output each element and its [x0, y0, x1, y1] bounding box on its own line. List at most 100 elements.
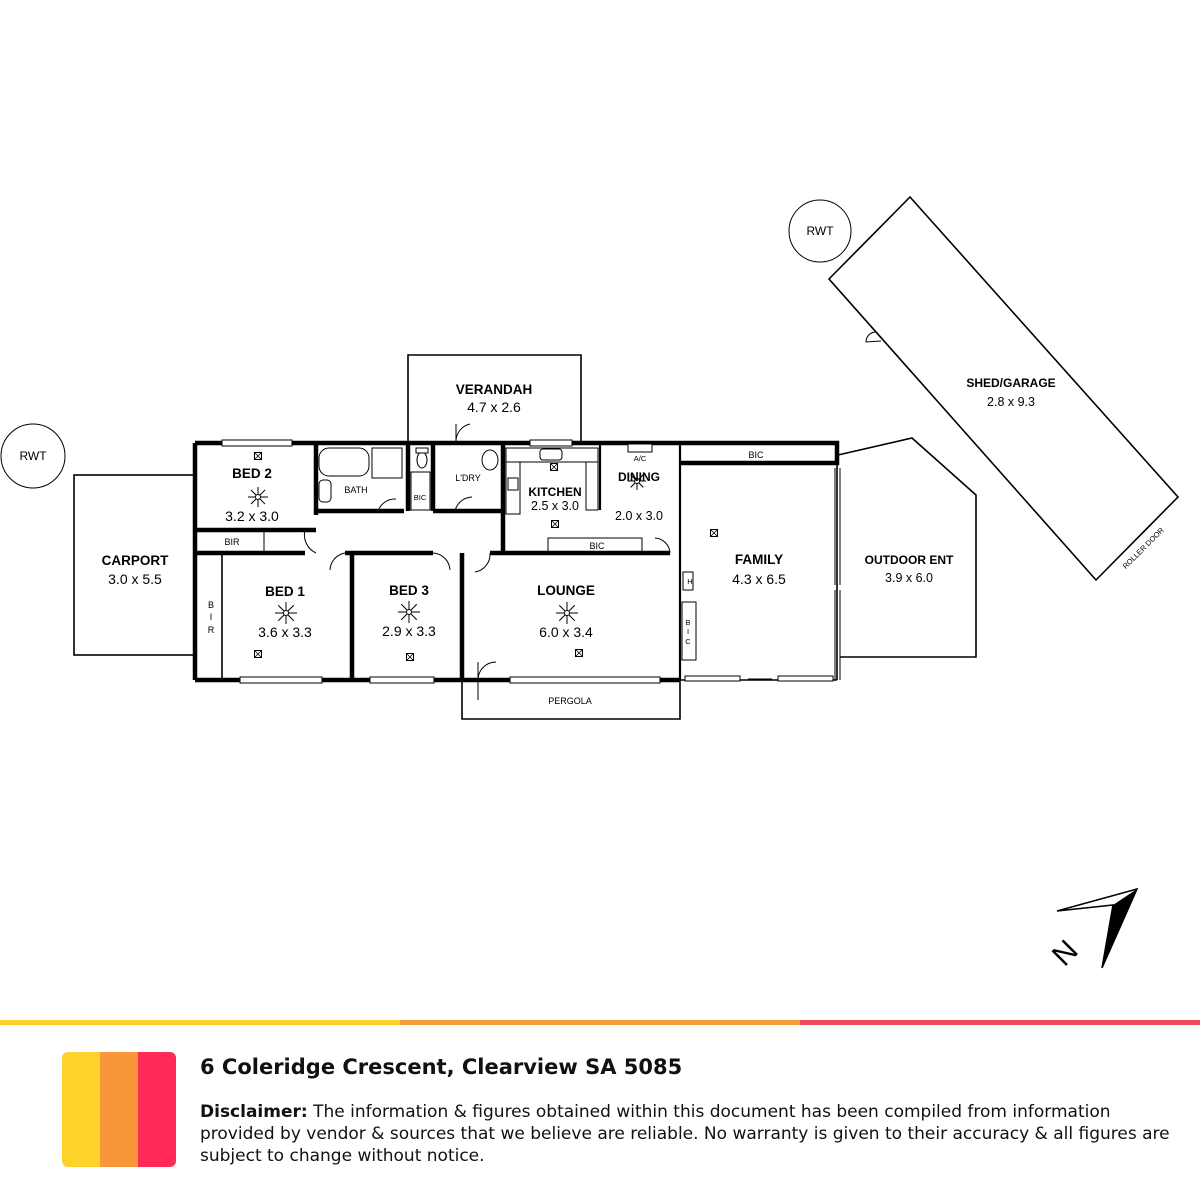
- family-bic-label: BIC: [748, 450, 764, 460]
- logo-bar-yellow: [62, 1052, 100, 1167]
- lounge-name: LOUNGE: [537, 583, 595, 598]
- logo-bar-orange: [100, 1052, 138, 1167]
- door-bed2: [303, 529, 317, 554]
- shower: [371, 447, 403, 479]
- rwt-left-label: RWT: [19, 449, 47, 463]
- kitchen-sink: [539, 448, 563, 461]
- footer-stripe: [0, 1020, 1200, 1025]
- bic-small-label: BIC: [414, 493, 427, 502]
- shed-dimensions: 2.8 x 9.3: [987, 395, 1035, 409]
- ceiling-fan-icon: [275, 602, 297, 624]
- outdoor-ent-dimensions: 3.9 x 6.0: [885, 571, 933, 585]
- light-fitting-icon: [254, 452, 262, 460]
- compass-north-icon: N: [1046, 934, 1085, 973]
- verandah-outline: [407, 354, 582, 443]
- light-fitting-icon: [550, 463, 558, 471]
- pergola-outline: [461, 680, 681, 720]
- laundry-label: L'DRY: [455, 473, 481, 483]
- door-bed1: [329, 552, 346, 571]
- ceiling-fan-icon: [398, 601, 420, 623]
- door-dining: [654, 537, 671, 554]
- door-bed3: [432, 552, 451, 571]
- family-bic: [681, 601, 697, 661]
- bath-label: BATH: [344, 485, 367, 495]
- lounge-window: [509, 676, 661, 684]
- bed1-bir-label-b: B: [208, 600, 214, 610]
- carport-dimensions: 3.0 x 5.5: [108, 571, 162, 587]
- bic-cupboard-small: [410, 471, 431, 511]
- family-bic-v-c: C: [685, 637, 691, 646]
- light-fitting-icon: [575, 649, 583, 657]
- light-symbols: [248, 452, 718, 661]
- family-window-2: [777, 675, 834, 682]
- door-bath: [377, 498, 397, 512]
- bed1-bir-label-r: R: [208, 625, 215, 635]
- dining-name: DINING: [618, 470, 660, 484]
- rwt-top-label: RWT: [806, 224, 834, 238]
- laundry-tub: [481, 449, 499, 471]
- bed2-name: BED 2: [232, 466, 272, 481]
- outdoor-ent-outline: [837, 437, 977, 658]
- kitchen-pantry: [585, 461, 599, 511]
- ac-unit: [627, 443, 653, 453]
- bed1-dimensions: 3.6 x 3.3: [258, 624, 312, 640]
- property-address: 6 Coleridge Crescent, Clearview SA 5085: [200, 1055, 683, 1079]
- verandah-dimensions: 4.7 x 2.6: [467, 399, 521, 415]
- dining-dimensions: 2.0 x 3.0: [615, 509, 663, 523]
- stripe-yellow: [0, 1020, 400, 1025]
- lounge-dimensions: 6.0 x 3.4: [539, 624, 593, 640]
- outdoor-ent-name: OUTDOOR ENT: [865, 553, 954, 567]
- bed3-dimensions: 2.9 x 3.3: [382, 623, 436, 639]
- stripe-orange: [400, 1020, 800, 1025]
- rainwater-tank-top: [788, 199, 852, 263]
- bath-basin: [318, 479, 332, 503]
- family-bic-v-i: I: [687, 627, 689, 636]
- carport-name: CARPORT: [102, 553, 170, 568]
- north-compass: N: [1046, 887, 1139, 973]
- disclaimer-text: The information & figures obtained withi…: [200, 1102, 1170, 1166]
- shed-door-swing: [865, 331, 882, 343]
- kitchen-bench-side: [505, 461, 521, 515]
- kitchen-name: KITCHEN: [528, 485, 581, 499]
- brand-logo: [62, 1052, 176, 1167]
- light-fitting-icon: [254, 650, 262, 658]
- disclaimer: Disclaimer: The information & figures ob…: [200, 1101, 1190, 1167]
- shed-name: SHED/GARAGE: [966, 376, 1055, 390]
- shed-garage-outline: [827, 195, 1180, 582]
- pergola-label: PERGOLA: [548, 696, 592, 706]
- door-pergola: [477, 661, 497, 681]
- toilet-cistern: [415, 447, 429, 454]
- bed3-window: [369, 676, 435, 684]
- family-name: FAMILY: [735, 552, 783, 567]
- family-window-1: [684, 675, 741, 682]
- family-dimensions: 4.3 x 6.5: [732, 571, 786, 587]
- kitchen-window: [529, 439, 573, 447]
- door-lounge: [474, 552, 491, 573]
- floor-plan: RWT RWT: [0, 195, 1180, 973]
- bed3-name: BED 3: [389, 583, 429, 598]
- door-laundry: [454, 496, 473, 512]
- cooktop: [507, 477, 519, 491]
- verandah-name: VERANDAH: [456, 382, 533, 397]
- bed2-robe: [195, 529, 265, 553]
- disclaimer-label: Disclaimer:: [200, 1102, 308, 1122]
- ceiling-fan-icon: [248, 487, 268, 507]
- light-fitting-icon: [551, 520, 559, 528]
- bed1-bir-label-i: I: [210, 612, 213, 622]
- kitchen-bic-label: BIC: [589, 541, 605, 551]
- bed2-dimensions: 3.2 x 3.0: [225, 508, 279, 524]
- ac-label: A/C: [634, 454, 647, 463]
- bed1-name: BED 1: [265, 584, 305, 599]
- logo-bar-pink: [138, 1052, 176, 1167]
- heater: [682, 571, 694, 591]
- kitchen-bic: [547, 537, 643, 554]
- ceiling-fan-icon: [628, 472, 646, 490]
- kitchen-dimensions: 2.5 x 3.0: [531, 499, 579, 513]
- toilet: [416, 451, 428, 469]
- bed2-window: [221, 439, 293, 447]
- bed1-window: [239, 676, 323, 684]
- door-verandah: [455, 423, 471, 444]
- heater-label: H: [687, 577, 692, 586]
- ceiling-fan-icon: [556, 602, 578, 624]
